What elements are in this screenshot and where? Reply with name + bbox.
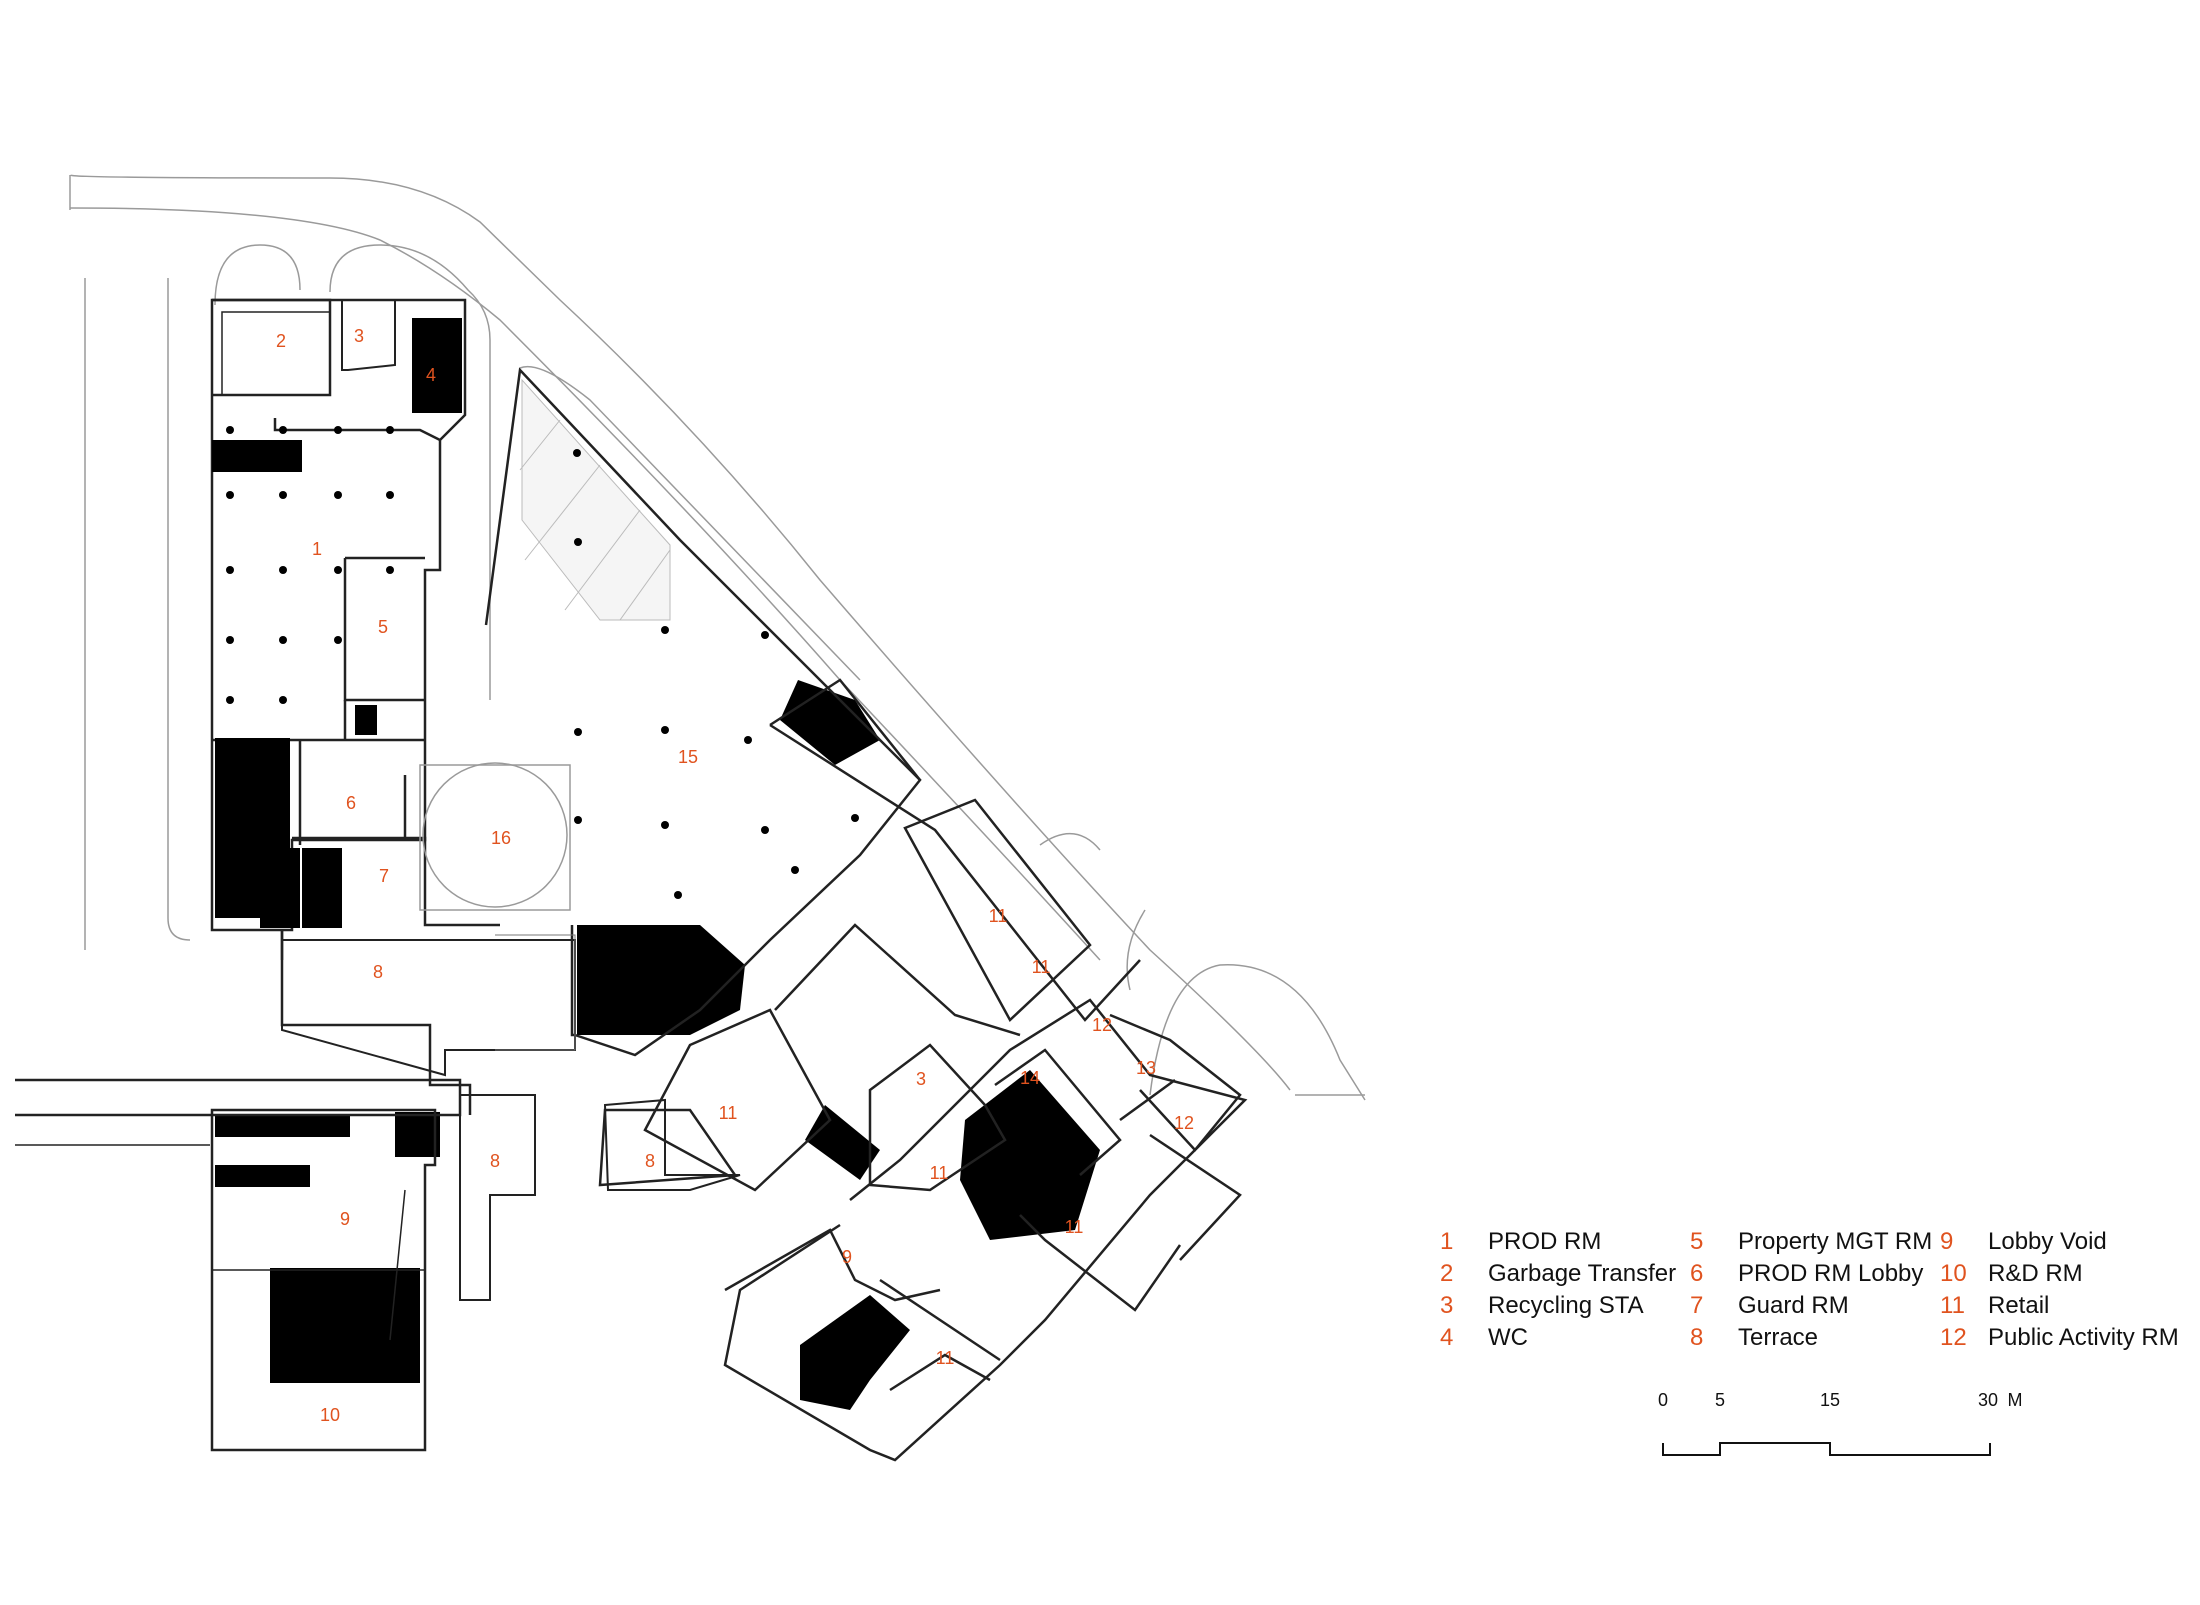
hatched-terrace [519,378,671,621]
room-label: 9 [842,1247,852,1267]
terraces [281,934,741,1301]
scale-tick: 0 [1657,1390,1669,1410]
room-label: 1 [312,539,322,559]
scale-tick: 15 [1819,1390,1841,1410]
room-label: 12 [1174,1113,1194,1133]
room-label: 3 [354,326,364,346]
site-outline [69,174,1366,1101]
rotunda [419,762,571,911]
columns [226,426,859,899]
room-label: 11 [930,1163,949,1183]
room-label: 5 [378,617,388,637]
room-label: 2 [276,331,286,351]
room-label: 11 [1032,957,1051,977]
room-label: 7 [379,866,389,886]
scale-tick: 5 [1714,1390,1726,1410]
room-label: 4 [426,365,436,385]
room-label: 15 [678,747,698,767]
scale-line [1662,1442,1991,1456]
room-label: 3 [916,1069,926,1089]
room-label: 12 [1092,1015,1112,1035]
room-label: 8 [490,1151,500,1171]
room-label: 8 [645,1151,655,1171]
scale-unit: M [2007,1390,2023,1410]
scale-bar: 0 5 15 30 M [1640,1390,2040,1470]
room-label: 9 [340,1209,350,1229]
room-label: 11 [989,906,1008,926]
service-cores [212,318,1100,1410]
room-label: 6 [346,793,356,813]
room-label: 16 [491,828,511,848]
room-label: 14 [1020,1068,1040,1088]
southwest-block [15,1078,462,1452]
room-label: 13 [1136,1058,1156,1078]
room-label: 11 [1065,1217,1084,1237]
room-label: 11 [719,1103,738,1123]
room-label: 11 [936,1348,955,1368]
room-label: 10 [320,1405,340,1425]
scale-tick: 30 [1977,1390,1999,1410]
room-label: 8 [373,962,383,982]
